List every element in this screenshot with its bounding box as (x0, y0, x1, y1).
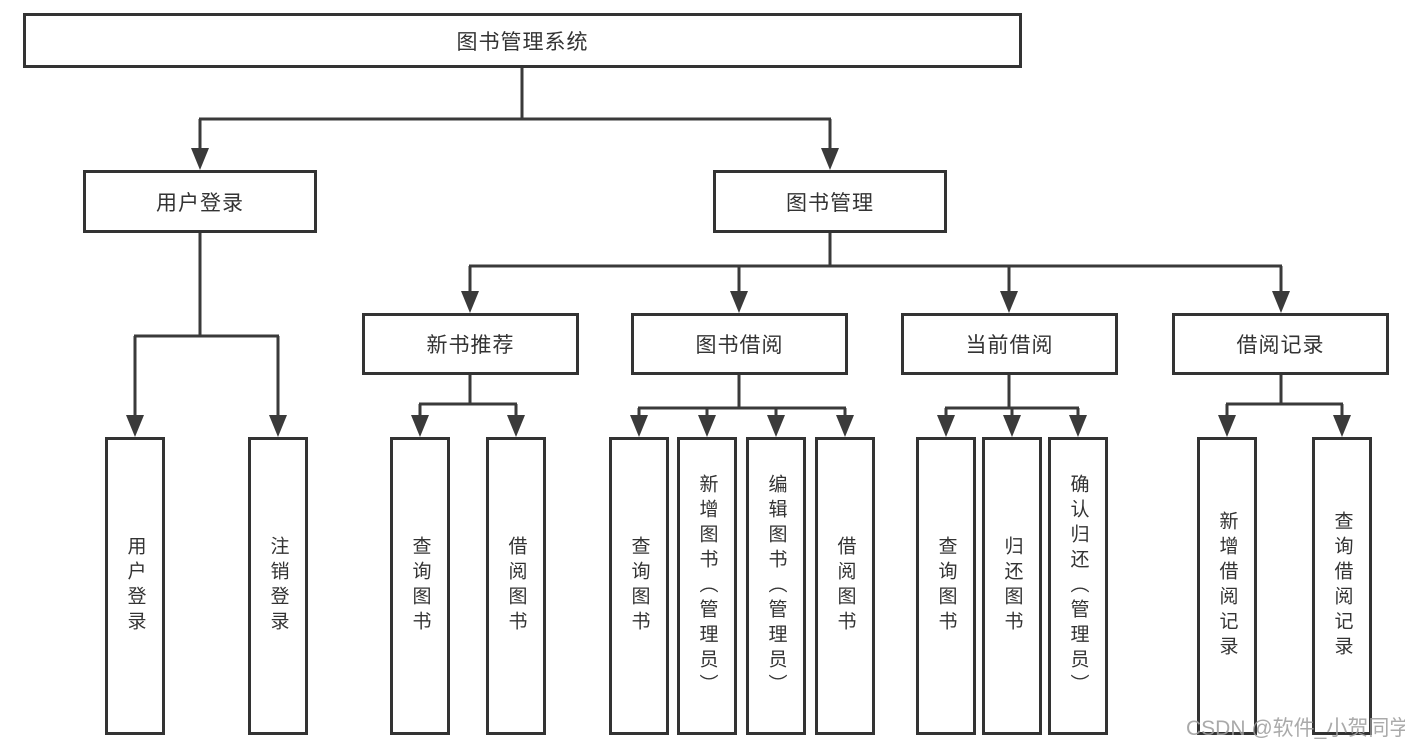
node-label: 当前借阅 (965, 334, 1054, 357)
node-label: 注销登录 (267, 536, 289, 636)
node-user-login: 用户登录 (83, 170, 317, 233)
arrow-down-icon (461, 291, 479, 313)
node-label: 查询图书 (409, 536, 431, 636)
connector-line (944, 375, 1080, 418)
connector-line (468, 233, 1283, 294)
node-label: 图书借阅 (695, 334, 784, 357)
arrow-down-icon (630, 415, 648, 437)
leaf-borrow-books: 借阅图书 (815, 437, 875, 735)
arrow-down-icon (1000, 291, 1018, 313)
leaf-query-borrow-record: 查询借阅记录 (1312, 437, 1372, 735)
arrow-down-icon (1003, 415, 1021, 437)
node-current-borrowing: 当前借阅 (901, 313, 1118, 375)
leaf-return-book: 归还图书 (982, 437, 1042, 735)
node-label: 借阅记录 (1236, 334, 1325, 357)
node-label: 图书管理 (786, 191, 874, 215)
leaf-edit-book-admin: 编辑图书（管理员） (746, 437, 806, 735)
node-label: 新增图书（管理员） (696, 473, 718, 699)
node-label: 编辑图书（管理员） (765, 473, 787, 699)
node-label: 归还图书 (1001, 536, 1023, 636)
node-label: 确认归还（管理员） (1067, 473, 1089, 699)
leaf-confirm-return-admin: 确认归还（管理员） (1048, 437, 1108, 735)
arrow-down-icon (191, 148, 209, 170)
arrow-down-icon (1218, 415, 1236, 437)
arrow-down-icon (1069, 415, 1087, 437)
arrow-down-icon (411, 415, 429, 437)
arrow-down-icon (698, 415, 716, 437)
leaf-logout: 注销登录 (248, 437, 308, 735)
arrow-down-icon (730, 291, 748, 313)
leaf-add-book-admin: 新增图书（管理员） (677, 437, 737, 735)
connector-line (637, 375, 847, 418)
arrow-down-icon (821, 148, 839, 170)
node-label: 用户登录 (156, 191, 244, 215)
arrow-down-icon (1272, 291, 1290, 313)
node-label: 借阅图书 (834, 536, 856, 636)
leaf-add-borrow-record: 新增借阅记录 (1197, 437, 1257, 735)
arrow-down-icon (126, 415, 144, 437)
node-borrowing-records: 借阅记录 (1172, 313, 1389, 375)
node-label: 新增借阅记录 (1216, 511, 1238, 661)
leaf-query-books-current: 查询图书 (916, 437, 976, 735)
node-label: 用户登录 (124, 536, 146, 636)
connector-line (1225, 375, 1344, 418)
node-label: 查询图书 (935, 536, 957, 636)
arrow-down-icon (767, 415, 785, 437)
arrow-down-icon (507, 415, 525, 437)
node-label: 查询借阅记录 (1331, 511, 1353, 661)
leaf-query-books-borrow: 查询图书 (609, 437, 669, 735)
arrow-down-icon (269, 415, 287, 437)
arrow-down-icon (937, 415, 955, 437)
node-label: 新书推荐 (426, 334, 515, 357)
node-label: 图书管理系统 (456, 30, 589, 54)
leaf-user-login: 用户登录 (105, 437, 165, 735)
node-book-borrowing: 图书借阅 (631, 313, 848, 375)
leaf-borrow-books-recommend: 借阅图书 (486, 437, 546, 735)
node-new-book-recommend: 新书推荐 (362, 313, 579, 375)
node-book-management: 图书管理 (713, 170, 947, 233)
leaf-query-books-recommend: 查询图书 (390, 437, 450, 735)
watermark: CSDN @软件_小贺同学 (1186, 717, 1405, 740)
arrow-down-icon (836, 415, 854, 437)
node-library-system: 图书管理系统 (23, 13, 1022, 68)
connector-line (133, 233, 280, 418)
arrow-down-icon (1333, 415, 1351, 437)
node-label: 借阅图书 (505, 536, 527, 636)
connector-line (418, 375, 518, 418)
node-label: 查询图书 (628, 536, 650, 636)
connector-line (198, 68, 832, 151)
